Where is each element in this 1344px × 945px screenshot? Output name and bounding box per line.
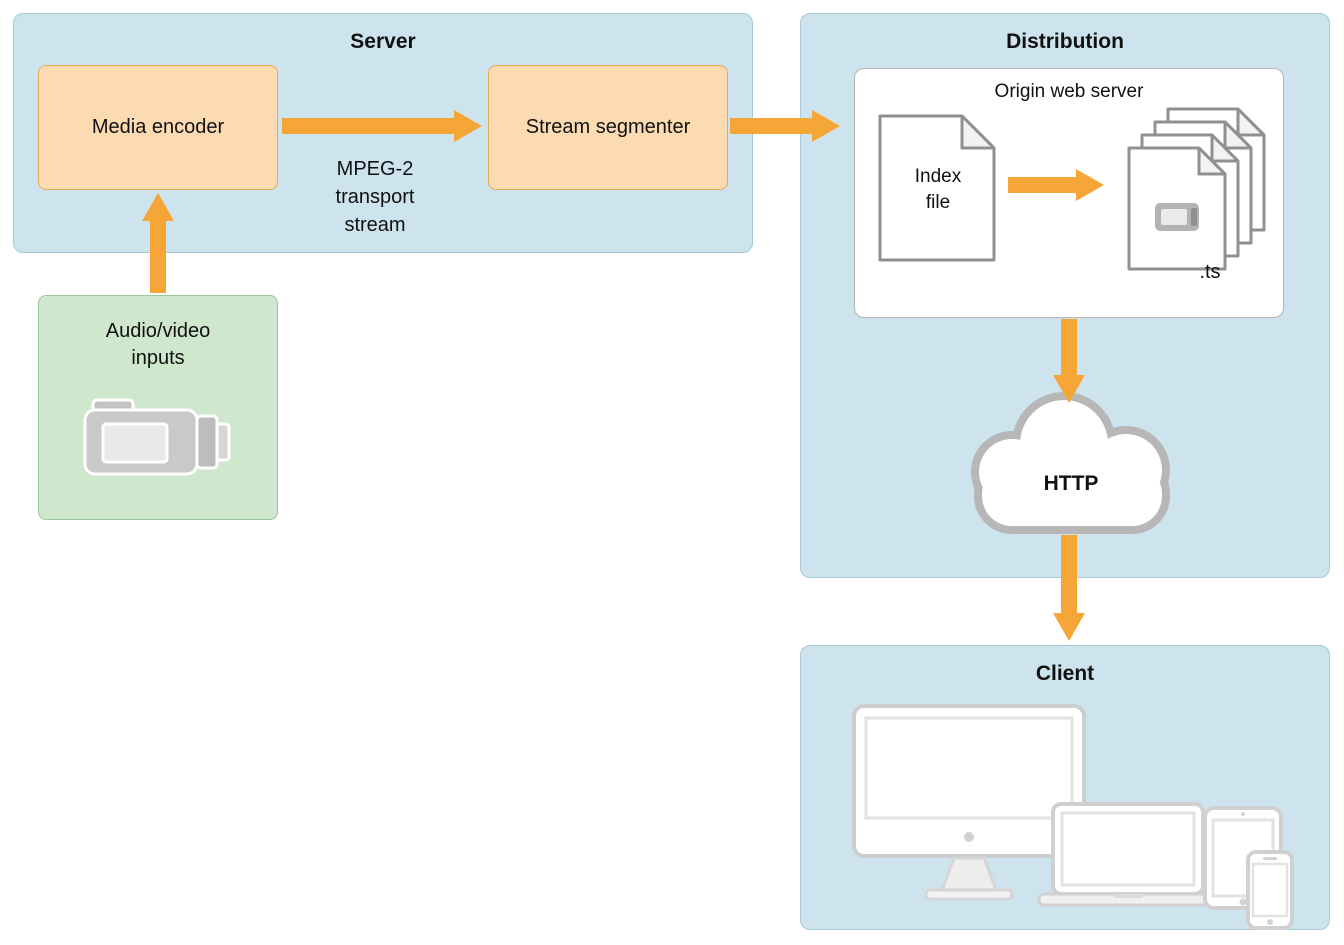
server-panel-title: Server (350, 30, 416, 53)
index-file-label: Index file (914, 166, 962, 213)
origin-web-server-box: Origin web server Index file (854, 68, 1284, 318)
distribution-panel-title: Distribution (1006, 30, 1124, 53)
camcorder-icon (73, 388, 243, 504)
macbook-icon (1037, 802, 1221, 907)
media-encoder-label: Media encoder (91, 116, 225, 138)
client-panel: Client (800, 645, 1330, 930)
imac-icon (852, 704, 1086, 901)
audio-video-inputs-node: Audio/video inputs (38, 295, 278, 520)
iphone-icon (1246, 850, 1294, 930)
media-encoder-node: Media encoder (38, 65, 278, 190)
ts-file-stack-icon (1127, 107, 1277, 284)
stream-segmenter-label: Stream segmenter (525, 116, 691, 138)
stream-segmenter-node: Stream segmenter (488, 65, 728, 190)
distribution-panel: Distribution Origin web server Index fil… (800, 13, 1330, 578)
http-cloud-label: HTTP (1043, 472, 1099, 495)
client-devices (801, 646, 1331, 936)
http-cloud-icon (956, 392, 1186, 547)
origin-web-server-title: Origin web server (994, 81, 1144, 102)
mpeg2-transport-stream-label: MPEG-2 transport stream (335, 158, 415, 236)
index-file-icon (878, 114, 998, 269)
ts-file-label: .ts (1199, 261, 1221, 283)
video-camera-icon (1155, 203, 1199, 231)
audio-video-inputs-label: Audio/video inputs (105, 320, 211, 369)
client-panel-title: Client (1035, 662, 1095, 685)
